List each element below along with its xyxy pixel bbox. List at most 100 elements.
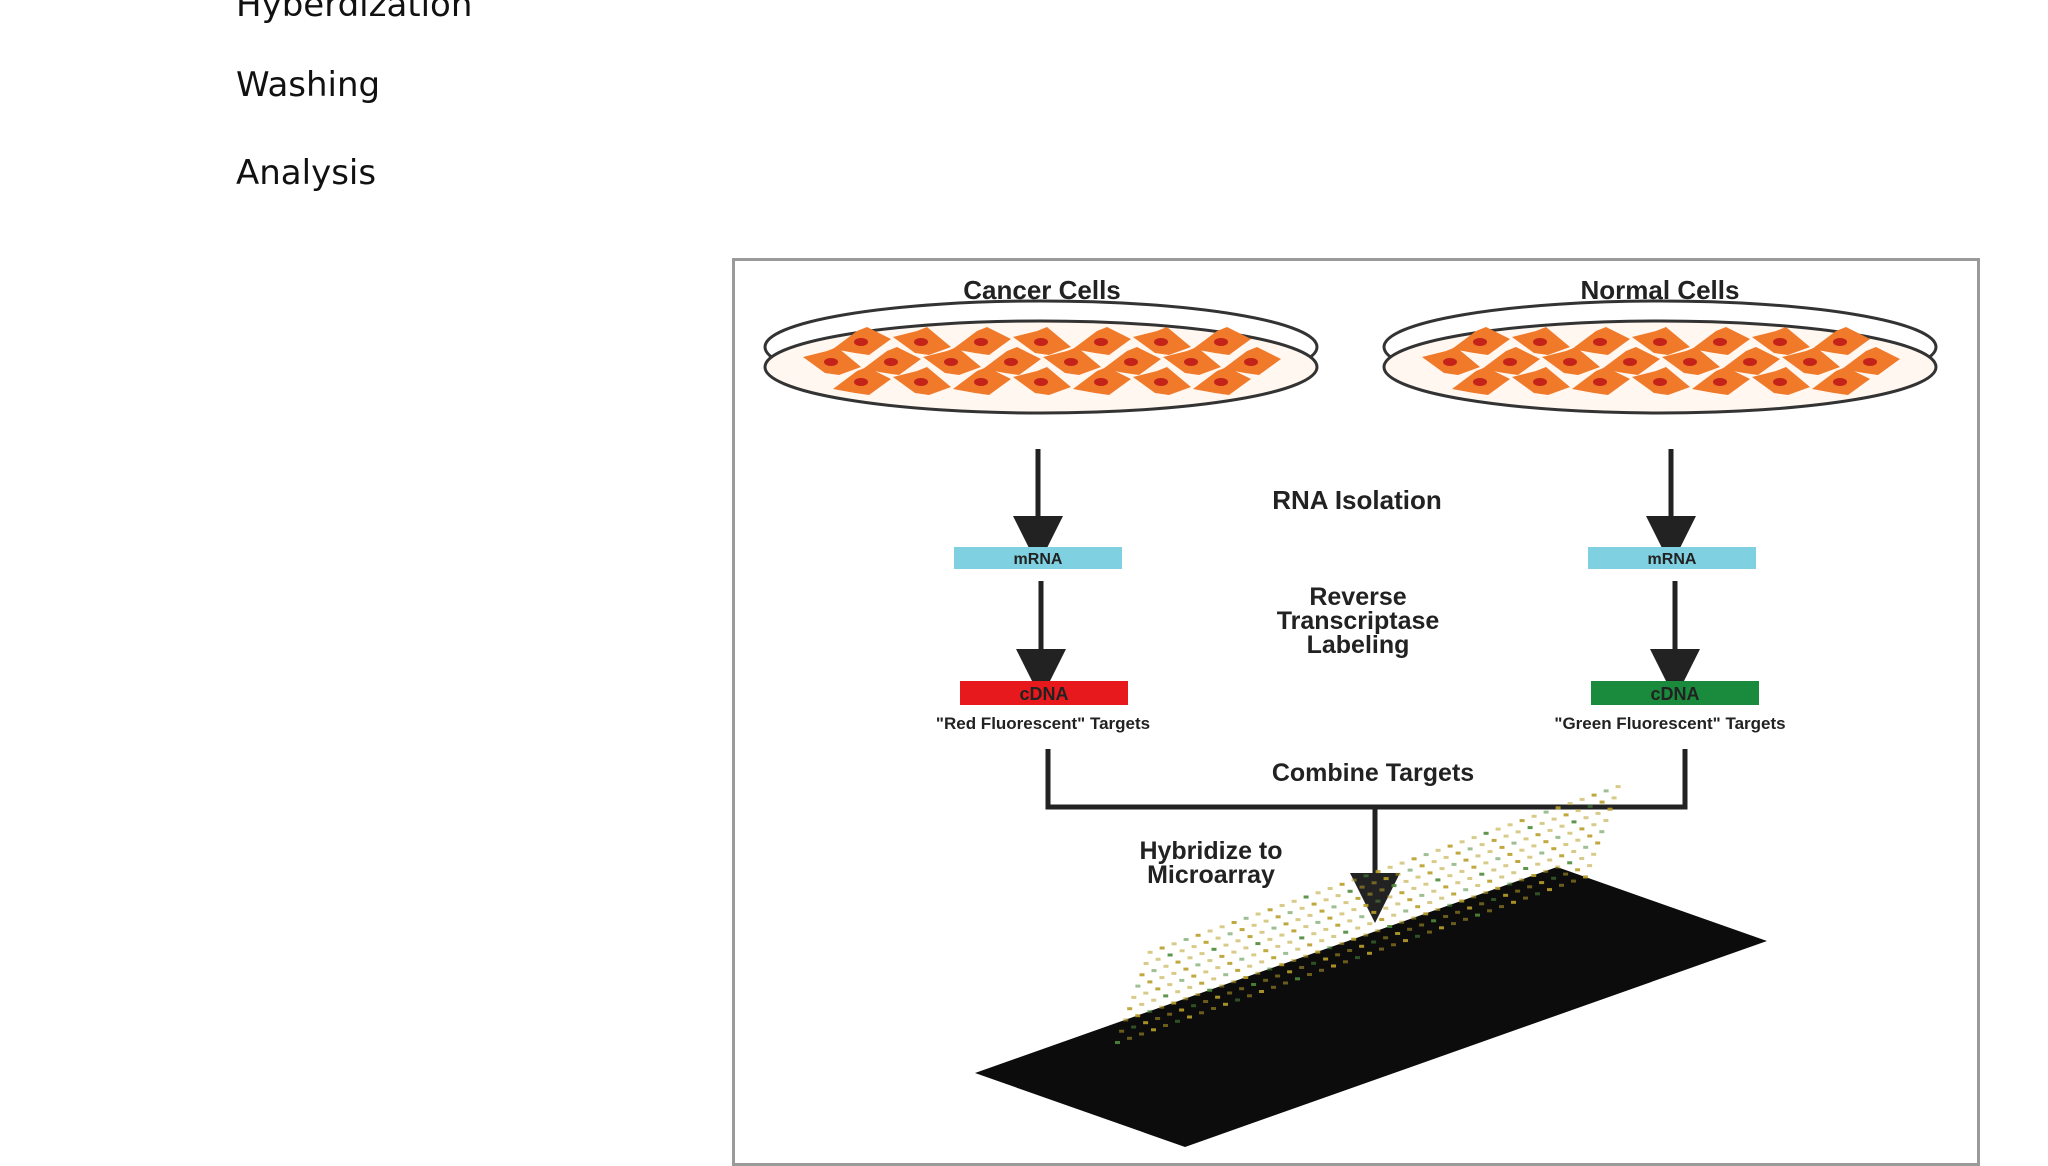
array-spot <box>1159 1006 1164 1009</box>
array-spot <box>1443 915 1448 918</box>
array-spot <box>1404 880 1409 883</box>
array-spot <box>1459 870 1464 873</box>
array-spot <box>1423 912 1428 915</box>
array-spot <box>1528 826 1533 829</box>
array-spot <box>1436 849 1441 852</box>
array-spot <box>1175 990 1180 993</box>
array-spot <box>1227 962 1232 965</box>
array-spot <box>1504 835 1509 838</box>
array-spot <box>1220 925 1225 928</box>
array-spot <box>1263 949 1268 952</box>
array-spot <box>1459 900 1464 903</box>
array-spot <box>1191 1004 1196 1007</box>
array-spot <box>1608 808 1613 811</box>
array-spot <box>1279 963 1284 966</box>
array-spot <box>1463 888 1468 891</box>
array-spot <box>1407 928 1412 931</box>
array-spot <box>1603 819 1608 822</box>
array-spot <box>1192 945 1197 948</box>
array-spot <box>1139 1033 1144 1036</box>
array-spot <box>1484 832 1489 835</box>
array-spot <box>1199 982 1204 985</box>
array-spot <box>1396 873 1401 876</box>
array-spot <box>1252 924 1257 927</box>
array-spot <box>1480 843 1485 846</box>
array-spot <box>1399 891 1404 894</box>
array-spot <box>1283 952 1288 955</box>
array-spot <box>1176 961 1181 964</box>
array-spot <box>1448 845 1453 848</box>
cell-nucleus <box>854 378 868 386</box>
array-spot <box>1499 905 1504 908</box>
array-spot <box>1495 887 1500 890</box>
array-spot <box>1440 867 1445 870</box>
array-spot <box>1548 829 1553 832</box>
array-spot <box>1147 980 1152 983</box>
array-spot <box>1451 922 1456 925</box>
array-spot <box>1584 816 1589 819</box>
array-spot <box>1411 917 1416 920</box>
array-spot <box>1460 840 1465 843</box>
array-spot <box>1188 956 1193 959</box>
array-spot <box>1283 982 1288 985</box>
array-spot <box>1223 973 1228 976</box>
array-spot <box>1476 854 1481 857</box>
array-spot <box>1251 953 1256 956</box>
array-spot <box>1415 935 1420 938</box>
array-spot <box>1400 862 1405 865</box>
array-spot <box>1251 983 1256 986</box>
array-spot <box>1563 843 1568 846</box>
array-spot <box>1475 884 1480 887</box>
green-targets-label: "Green Fluorescent" Targets <box>1554 714 1785 733</box>
array-spot <box>1155 987 1160 990</box>
array-spot <box>1524 837 1529 840</box>
array-spot <box>1199 1011 1204 1014</box>
array-spot <box>1332 905 1337 908</box>
array-spot <box>1564 813 1569 816</box>
array-spot <box>1184 938 1189 941</box>
array-spot <box>1215 966 1220 969</box>
array-spot <box>1435 878 1440 881</box>
array-spot <box>1455 911 1460 914</box>
array-spot <box>1599 830 1604 833</box>
array-spot <box>1171 1002 1176 1005</box>
array-spot <box>1339 912 1344 915</box>
cell-nucleus <box>1214 338 1228 346</box>
cell-nucleus <box>1773 338 1787 346</box>
array-spot <box>1308 914 1313 917</box>
array-spot <box>1359 915 1364 918</box>
array-spot <box>1183 997 1188 1000</box>
cancer-cells-dish <box>765 301 1317 413</box>
array-spot <box>1555 866 1560 869</box>
right-mrna-label: mRNA <box>1648 551 1697 568</box>
array-spot <box>1412 857 1417 860</box>
rna-isolation-label: RNA Isolation <box>1272 485 1441 515</box>
array-spot <box>1159 976 1164 979</box>
array-spot <box>1248 935 1253 938</box>
array-spot <box>1284 922 1289 925</box>
array-spot <box>1364 874 1369 877</box>
array-spot <box>1391 914 1396 917</box>
array-spot <box>1131 1026 1136 1029</box>
array-spot <box>1376 870 1381 873</box>
array-spot <box>1551 877 1556 880</box>
cell-nucleus <box>1683 358 1697 366</box>
array-spot <box>1488 850 1493 853</box>
cell-nucleus <box>1833 378 1847 386</box>
array-spot <box>1592 794 1597 797</box>
cell-nucleus <box>1533 338 1547 346</box>
array-spot <box>1451 893 1456 896</box>
array-spot <box>1475 914 1480 917</box>
array-spot <box>1264 920 1269 923</box>
array-spot <box>1596 812 1601 815</box>
cell-nucleus <box>1713 338 1727 346</box>
array-spot <box>1323 928 1328 931</box>
array-spot <box>1307 943 1312 946</box>
array-spot <box>1360 886 1365 889</box>
array-spot <box>1612 796 1617 799</box>
cell-nucleus <box>1244 358 1258 366</box>
array-spot <box>1439 926 1444 929</box>
array-spot <box>1567 861 1572 864</box>
array-spot <box>1419 894 1424 897</box>
array-spot <box>1471 895 1476 898</box>
